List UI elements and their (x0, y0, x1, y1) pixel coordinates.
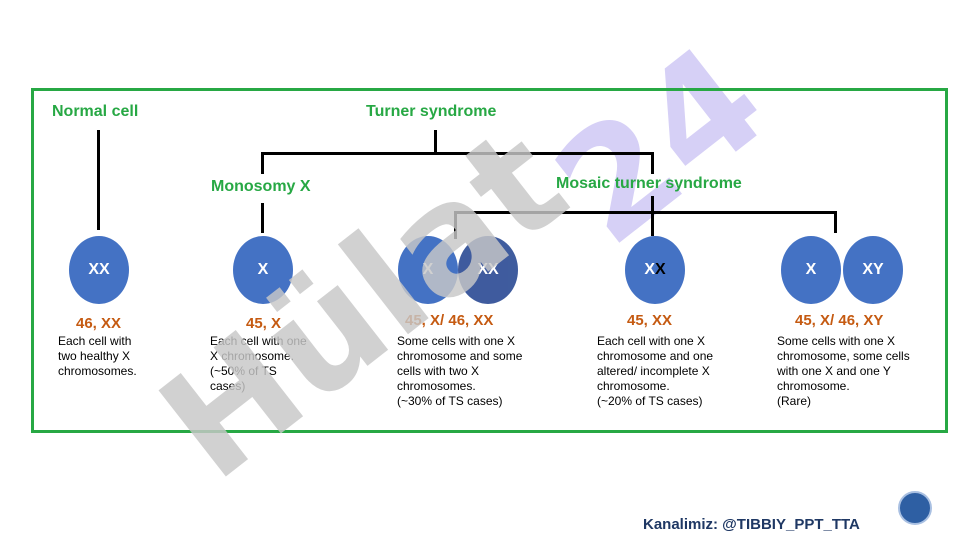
description-monosomy: Each cell with one X chromosome. (~50% o… (210, 334, 307, 393)
connector-mosaic-right (834, 211, 837, 233)
channel-logo (898, 491, 932, 525)
connector-normal (97, 130, 100, 230)
karyotype-mosaic-xy: 45, X/ 46, XY (795, 312, 884, 329)
connector-mosaic-drop (651, 152, 654, 174)
connector-turner-bar (261, 152, 653, 155)
description-mosaic-xy: Some cells with one X chromosome, some c… (777, 334, 910, 408)
cell-normal-xx: XX (69, 236, 129, 304)
cell-mosaic-y-x: X (781, 236, 841, 304)
cell-mosaic-xx: XX (458, 236, 518, 304)
watermark-primary: Hülat (130, 95, 597, 513)
cell-altered-label-incomplete: X (655, 261, 666, 278)
footer-channel: Kanalimiz: @TIBBIY_PPT_TTA (643, 516, 860, 533)
description-normal: Each cell with two healthy X chromosomes… (58, 334, 137, 378)
heading-mosaic-turner: Mosaic turner syndrome (556, 175, 742, 192)
description-mosaic-xx: Some cells with one X chromosome and som… (397, 334, 523, 408)
cell-altered-label-normal: X (644, 261, 655, 278)
connector-monosomy-cell (261, 203, 264, 233)
cell-mosaic-x: X (398, 236, 458, 304)
description-altered: Each cell with one X chromosome and one … (597, 334, 714, 408)
heading-turner-syndrome: Turner syndrome (366, 103, 497, 120)
karyotype-normal: 46, XX (76, 315, 122, 332)
cell-mosaic-y-xy: XY (843, 236, 903, 304)
karyotype-altered: 45, XX (627, 312, 673, 329)
connector-monosomy-drop (261, 152, 264, 174)
connector-mosaic-bar (454, 211, 837, 214)
cell-monosomy-x: X (233, 236, 293, 304)
heading-normal-cell: Normal cell (52, 103, 139, 120)
karyotype-monosomy: 45, X (246, 315, 282, 332)
karyotype-mosaic-xx: 45, X/ 46, XX (405, 312, 494, 329)
heading-monosomy-x: Monosomy X (211, 178, 311, 195)
connector-mosaic-stem (651, 196, 654, 236)
connector-turner-stem (434, 130, 437, 154)
connector-mosaic-left (454, 211, 457, 239)
diagram-frame (31, 88, 948, 433)
